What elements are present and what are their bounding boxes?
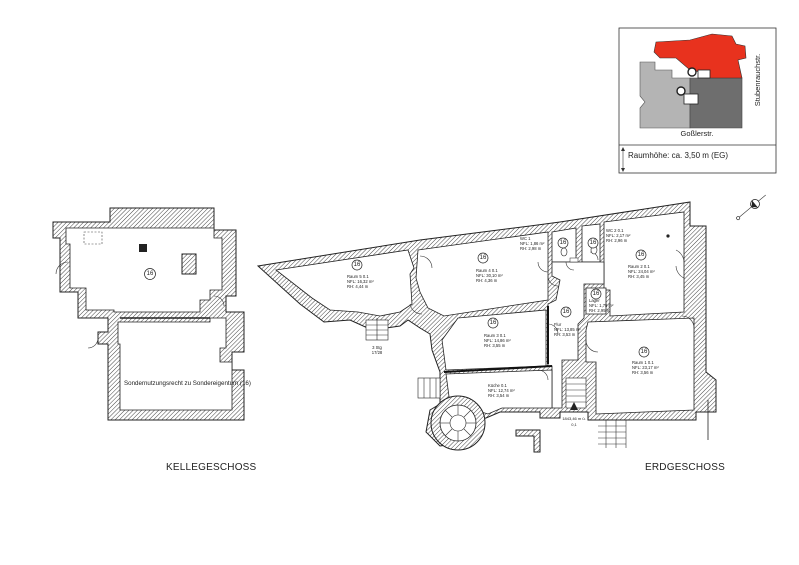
level-mark-label-2: 0,1: [571, 422, 577, 427]
key-plan-stair-icon: [676, 86, 686, 96]
door-swing: [537, 369, 549, 381]
sink-icon: [569, 257, 579, 263]
service-wall-fragment: [515, 429, 541, 453]
basement-unit-marker: [144, 268, 156, 280]
room-raum5: [275, 249, 415, 317]
key-plan-stair-icon: [687, 67, 697, 77]
basement-room-upper: [65, 227, 223, 313]
basement-room-lower: [117, 317, 233, 411]
door-swing: [419, 255, 433, 269]
key-plan-entrance: [697, 69, 711, 79]
room-raum3: [441, 309, 547, 371]
height-arrow-head: [621, 147, 625, 151]
door-swing: [681, 315, 695, 329]
basement-pillar: [139, 244, 147, 252]
courtyard-steps: [598, 420, 627, 448]
door-swing: [675, 249, 685, 263]
floor-label-ground: ERDGESCHOSS: [645, 462, 725, 473]
basement-unit-number: 16: [147, 271, 154, 277]
basement-door-swing: [213, 295, 225, 307]
unit-number-wc2: 16: [590, 240, 597, 246]
basement-special-note: Sondernutzungsrecht zu Sondereigentum (1…: [124, 380, 251, 387]
unit-marker-raum1: [638, 346, 650, 358]
north-arrow-icon: [736, 194, 766, 221]
unit-marker-raum2: [635, 249, 647, 261]
door-swing: [547, 323, 559, 335]
room-raum4: [415, 231, 549, 317]
room-height-note: Raumhöhe: ca. 3,50 m (EG): [628, 151, 728, 160]
level-mark-label: 1843,46 m ü.: [562, 416, 585, 421]
rear-stair: [565, 377, 587, 409]
unit-number-raum2: 16: [638, 252, 645, 258]
unit-marker-raum5: [351, 259, 363, 271]
height-arrow-head: [621, 168, 625, 172]
basement-hatch: [83, 231, 103, 245]
unit-number-raum4: 16: [480, 255, 487, 261]
street-label-stubenrauchstr: Stubenrauchstr.: [753, 54, 762, 107]
side-stair: [417, 377, 441, 399]
unit-marker-flur: [560, 306, 572, 318]
unit-marker-wc2: [587, 237, 599, 249]
basement-plan: 16 Sondernutzungsrecht zu Sondereigentum…: [52, 207, 251, 421]
unit-marker-wc1: [557, 237, 569, 249]
room-flur: [547, 261, 605, 409]
door-swing: [547, 275, 559, 287]
key-plan: Goßlerstr. Stubenrauchstr. Raumhöhe: ca.…: [618, 27, 777, 174]
unit-number-flur: 16: [563, 309, 570, 315]
unit-marker-lager: [590, 288, 602, 300]
door-swing: [409, 303, 423, 315]
door-swing: [675, 265, 685, 279]
basement-column: [181, 253, 197, 275]
toilet-icon: [560, 247, 568, 257]
floor-label-basement: KELLEGESCHOSS: [166, 462, 257, 473]
level-mark-icon: [570, 402, 578, 410]
basement-door-swing: [55, 261, 69, 275]
basement-door-swing: [87, 337, 99, 349]
street-label-gosslerstr: Goßlerstr.: [681, 129, 714, 138]
partition-raum3-kueche: [443, 365, 553, 373]
unit-number-lager: 16: [593, 291, 600, 297]
door-swing: [565, 261, 575, 271]
key-plan-entrance: [683, 93, 699, 105]
door-swing: [537, 261, 549, 273]
unit-number-raum5: 16: [354, 262, 361, 268]
column-icon: [666, 234, 670, 238]
door-swing: [585, 339, 599, 353]
room-raum1: [585, 317, 695, 415]
unit-number-raum3: 16: [490, 320, 497, 326]
key-plan-unit-highlight: [653, 33, 747, 79]
unit-marker-raum3: [487, 317, 499, 329]
spiral-stair-core: [449, 414, 467, 432]
door-swing: [589, 251, 599, 261]
unit-marker-raum4: [477, 252, 489, 264]
unit-number-raum1: 16: [641, 349, 648, 355]
unit-number-wc1: 16: [560, 240, 567, 246]
